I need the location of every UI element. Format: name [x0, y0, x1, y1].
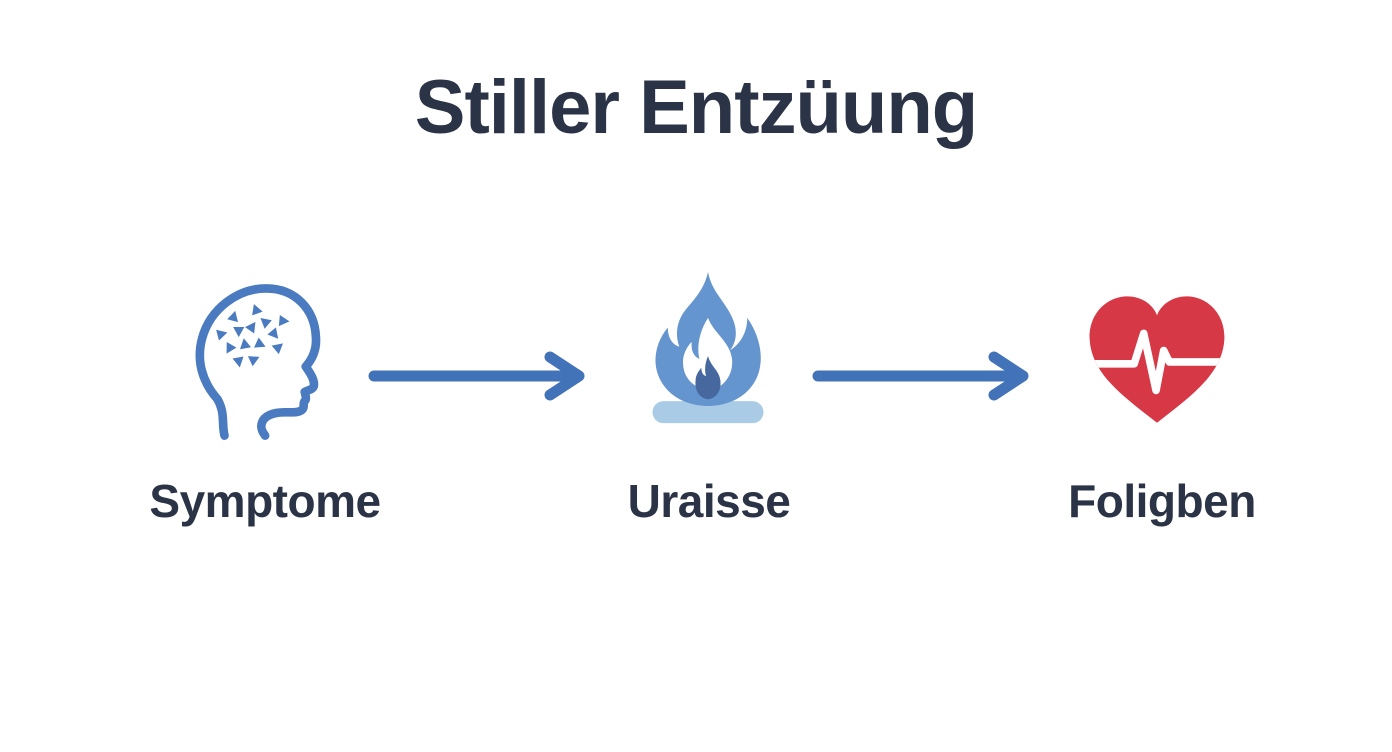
arrow-right-icon [364, 350, 598, 402]
heart-pulse-icon [1081, 289, 1233, 431]
arrow-right-icon [808, 350, 1042, 402]
page-title: Stiller Entzüung [414, 65, 978, 150]
flow-label-foligben: Foligben [1068, 475, 1256, 527]
flame-icon [641, 264, 775, 434]
flow-label-symptome: Symptome [149, 475, 381, 527]
triangle-particles [216, 303, 290, 368]
flow-label-uraisse: Uraisse [627, 475, 791, 527]
brain-head-icon [191, 281, 323, 443]
